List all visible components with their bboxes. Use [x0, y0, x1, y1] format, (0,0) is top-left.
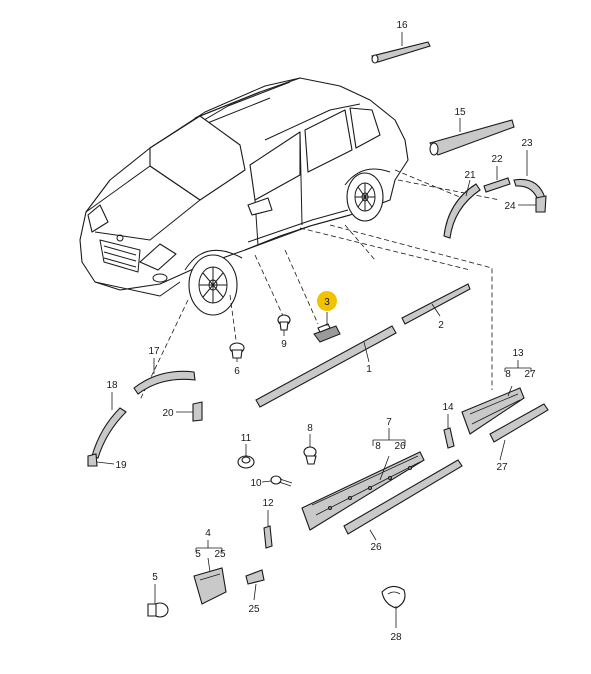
callout-13[interactable]: 13 [512, 348, 524, 359]
callout-4-sub-5[interactable]: 5 [195, 549, 201, 560]
callout-18[interactable]: 18 [106, 380, 118, 391]
part-24-clip[interactable] [535, 195, 547, 213]
part-17-arch-trim[interactable] [133, 370, 196, 395]
callout-7[interactable]: 7 [386, 417, 392, 428]
callout-26[interactable]: 26 [370, 542, 382, 553]
callout-5[interactable]: 5 [152, 572, 158, 583]
part-10-screw[interactable] [270, 475, 293, 487]
part-7-side-skirt[interactable] [301, 451, 425, 531]
callout-25[interactable]: 25 [248, 604, 260, 615]
callout-2[interactable]: 2 [438, 320, 444, 331]
callout-3[interactable]: 3 [324, 297, 330, 308]
part-26-strip[interactable] [343, 459, 463, 535]
part-1-door-strip[interactable] [255, 325, 397, 408]
part-8-clip[interactable] [303, 446, 317, 465]
callout-21[interactable]: 21 [464, 170, 476, 181]
part-18-arch-trim[interactable] [91, 407, 127, 459]
callout-9[interactable]: 9 [281, 339, 287, 350]
part-27-strip[interactable] [489, 403, 549, 443]
part-21-arch-trim[interactable] [443, 183, 481, 239]
callout-10[interactable]: 10 [250, 478, 262, 489]
callout-27[interactable]: 27 [496, 462, 508, 473]
part-28-clip[interactable] [381, 585, 406, 609]
part-2-door-strip[interactable] [401, 283, 471, 325]
callout-13-sub-27[interactable]: 27 [524, 369, 536, 380]
part-19-clip[interactable] [87, 453, 98, 467]
part-20-clip[interactable] [192, 401, 203, 422]
callout-7-sub-8[interactable]: 8 [375, 441, 381, 452]
part-9-grommet[interactable] [277, 314, 291, 331]
part-11-clip[interactable] [237, 455, 255, 469]
callout-7-sub-26[interactable]: 26 [394, 441, 406, 452]
part-5-clip[interactable] [147, 602, 169, 618]
highlight-marker [317, 291, 337, 311]
callout-4[interactable]: 4 [205, 528, 211, 539]
callout-13-sub-8[interactable]: 8 [505, 369, 511, 380]
callout-28[interactable]: 28 [390, 632, 402, 643]
part-3-bracket[interactable] [313, 323, 341, 343]
part-4-flap[interactable] [193, 567, 227, 605]
part-25-clip[interactable] [245, 569, 265, 585]
part-6-grommet[interactable] [229, 342, 245, 359]
leader-lines [96, 32, 536, 628]
callout-8[interactable]: 8 [307, 423, 313, 434]
callout-14[interactable]: 14 [442, 402, 454, 413]
callout-6[interactable]: 6 [234, 366, 240, 377]
part-12-clip[interactable] [263, 525, 273, 549]
callout-17[interactable]: 17 [148, 346, 160, 357]
callout-1[interactable]: 1 [366, 364, 372, 375]
callout-19[interactable]: 19 [115, 460, 127, 471]
callout-4-sub-25[interactable]: 25 [214, 549, 226, 560]
callout-11[interactable]: 11 [241, 433, 252, 444]
callout-16[interactable]: 16 [396, 20, 408, 31]
callout-24[interactable]: 24 [504, 201, 516, 212]
callout-15[interactable]: 15 [454, 107, 466, 118]
callout-23[interactable]: 23 [521, 138, 533, 149]
part-13-rear-skirt[interactable] [461, 387, 525, 435]
part-14-clip[interactable] [443, 427, 455, 449]
part-15-trim-strip[interactable] [429, 119, 515, 156]
callout-12[interactable]: 12 [262, 498, 274, 509]
part-22-clip[interactable] [483, 177, 511, 193]
part-16-trim-strip[interactable] [370, 41, 431, 64]
callouts: 16 15 21 22 23 24 2 1 3 9 6 17 18 19 20 … [106, 20, 536, 643]
callout-20[interactable]: 20 [162, 408, 174, 419]
vehicle-outline [79, 77, 409, 316]
callout-22[interactable]: 22 [491, 154, 503, 165]
